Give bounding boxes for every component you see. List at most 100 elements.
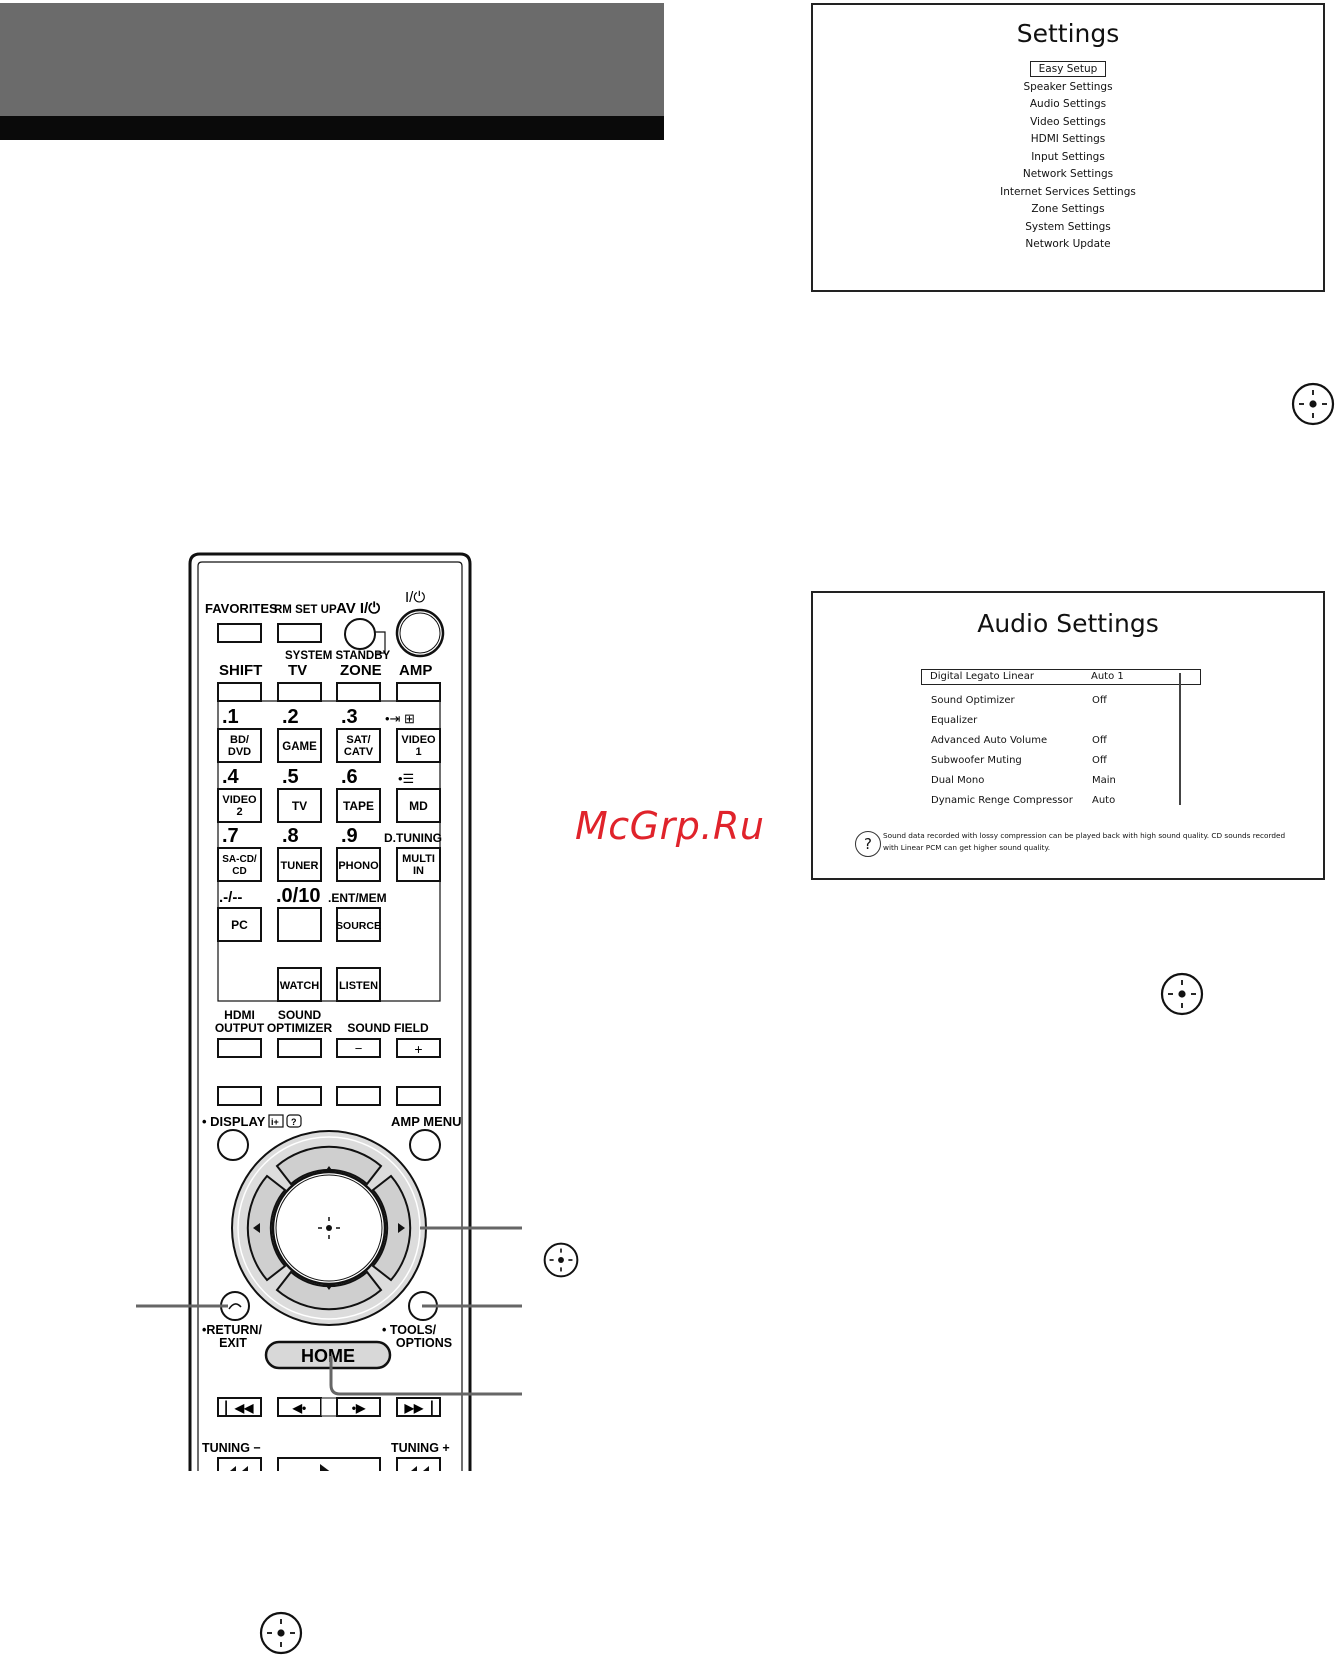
sat-catv-button[interactable]: [336, 728, 381, 763]
menu-item-hdmi-settings[interactable]: HDMI Settings: [1030, 133, 1106, 145]
help-icon: ?: [291, 1117, 297, 1127]
svg-text:SA-CD/: SA-CD/: [222, 854, 257, 865]
replay-icon: ◀•: [292, 1401, 306, 1415]
shift-label: SHIFT: [219, 662, 262, 679]
help-icon: ?: [855, 831, 881, 857]
system-standby-label: SYSTEM STANDBY: [285, 650, 391, 662]
next-icon: ▶▶▕: [404, 1400, 433, 1416]
section-header-band: [0, 3, 664, 116]
return-exit-button[interactable]: [220, 1291, 250, 1321]
num5-label: .5: [282, 766, 299, 788]
svg-text:VIDEO: VIDEO: [222, 794, 257, 806]
svg-text:CATV: CATV: [344, 746, 374, 758]
menu-item-video-settings[interactable]: Video Settings: [1030, 115, 1106, 128]
sound-field-plus-button[interactable]: [396, 1038, 441, 1058]
svg-text:−: −: [355, 1041, 363, 1056]
svg-text:BD/: BD/: [230, 734, 249, 746]
game-button[interactable]: [277, 728, 322, 763]
tuning-plus-label: TUNING +: [391, 1441, 450, 1455]
sound-optimizer-button[interactable]: [277, 1038, 322, 1058]
rm-setup-label: RM SET UP: [274, 604, 337, 616]
svg-text:2: 2: [236, 806, 242, 818]
svg-text:TAPE: TAPE: [343, 799, 374, 813]
num0-button[interactable]: [277, 907, 322, 942]
dpad-down-button[interactable]: [275, 1270, 383, 1311]
color-button-yellow[interactable]: [336, 1086, 381, 1106]
zone-button[interactable]: [336, 682, 381, 702]
ent-mem-label: .ENT/MEM: [328, 891, 387, 905]
video1-button[interactable]: [396, 728, 441, 763]
rm-setup-button[interactable]: [277, 623, 322, 643]
source-button[interactable]: [336, 907, 381, 942]
guide-icon: •☰: [398, 771, 414, 786]
num9-label: .9: [341, 825, 358, 847]
listen-button[interactable]: [336, 967, 381, 1002]
menu-item-easy-setup[interactable]: Easy Setup: [813, 61, 1323, 79]
menu-item-speaker-settings[interactable]: Speaker Settings: [1023, 80, 1113, 93]
scrollbar[interactable]: [1179, 673, 1181, 805]
tv-button[interactable]: [277, 682, 322, 702]
dpad-left-button[interactable]: [246, 1174, 287, 1282]
svg-text:TV: TV: [292, 799, 307, 813]
hdmi-output-button[interactable]: [217, 1038, 262, 1058]
svg-text:SOURCE: SOURCE: [336, 920, 381, 932]
favorites-button[interactable]: [217, 623, 262, 643]
dash-label: .-/--: [219, 889, 242, 906]
menu-item-zone-settings[interactable]: Zone Settings: [1031, 203, 1105, 215]
amp-label: AMP: [399, 662, 432, 679]
advance-button[interactable]: [336, 1397, 381, 1417]
num1-label: .1: [222, 706, 239, 728]
svg-text:SAT/: SAT/: [346, 734, 370, 746]
dpad-up-button[interactable]: [275, 1145, 383, 1186]
next-button[interactable]: [396, 1397, 441, 1417]
amp-menu-button[interactable]: [409, 1129, 441, 1161]
color-button-green[interactable]: [277, 1086, 322, 1106]
md-button[interactable]: [396, 788, 441, 823]
color-button-red[interactable]: [217, 1086, 262, 1106]
multi-in-button[interactable]: [396, 847, 441, 882]
tools-options-button[interactable]: [408, 1291, 438, 1321]
info-icon: i+: [271, 1117, 279, 1127]
audio-settings-title: Audio Settings: [977, 609, 1159, 638]
menu-item-system-settings[interactable]: System Settings: [1025, 220, 1111, 233]
row-equalizer[interactable]: Equalizer: [931, 715, 978, 726]
menu-item-internet-services[interactable]: Internet Services Settings: [1000, 185, 1136, 198]
shift-button[interactable]: [217, 682, 262, 702]
av-power-button[interactable]: [344, 618, 376, 650]
svg-text:GAME: GAME: [282, 741, 317, 753]
svg-text:HDMI: HDMI: [224, 1008, 255, 1022]
d-tuning-label: D.TUNING: [384, 831, 442, 845]
power-button[interactable]: [395, 608, 445, 658]
svg-text:LISTEN: LISTEN: [339, 980, 378, 992]
arrow-left-icon: [253, 1223, 260, 1233]
tv-input-button[interactable]: [277, 788, 322, 823]
dpad-right-button[interactable]: [371, 1174, 412, 1282]
menu-item-input-settings[interactable]: Input Settings: [1031, 150, 1105, 163]
watch-button[interactable]: [277, 967, 322, 1002]
tape-button[interactable]: [336, 788, 381, 823]
video2-button[interactable]: [217, 788, 262, 823]
color-button-blue[interactable]: [396, 1086, 441, 1106]
pc-button[interactable]: [217, 907, 262, 942]
sound-field-minus-button[interactable]: [336, 1038, 381, 1058]
previous-icon: ▏◀◀: [225, 1400, 254, 1416]
bd-dvd-button[interactable]: [217, 728, 262, 763]
phono-button[interactable]: [336, 847, 381, 882]
svg-text:• TOOLS/: • TOOLS/: [382, 1323, 437, 1337]
amp-button[interactable]: [396, 682, 441, 702]
display-button[interactable]: [217, 1129, 249, 1161]
home-label: HOME: [301, 1346, 355, 1366]
menu-item-network-update[interactable]: Network Update: [1025, 238, 1111, 250]
tuner-button[interactable]: [277, 847, 322, 882]
sacd-button[interactable]: [217, 847, 262, 882]
previous-button[interactable]: [217, 1397, 262, 1417]
power-label: I/⏻: [405, 589, 425, 606]
menu-item-audio-settings[interactable]: Audio Settings: [1029, 98, 1107, 110]
menu-item-network-settings[interactable]: Network Settings: [1022, 168, 1114, 180]
